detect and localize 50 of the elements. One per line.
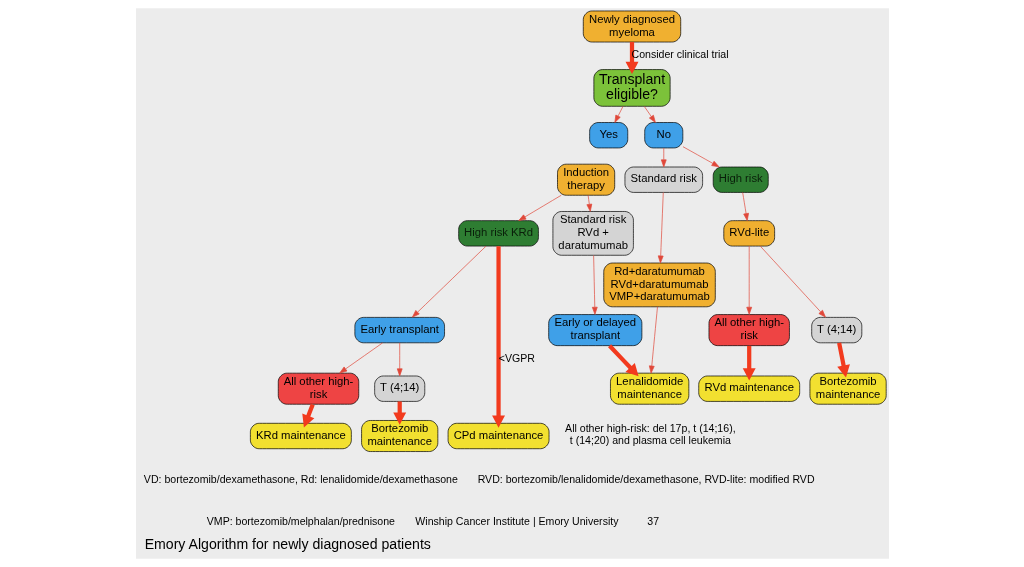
node-box: High risk KRd <box>457 220 539 247</box>
label: VMP: bortezomib/melphalan/prednisone <box>206 514 395 527</box>
arrow <box>745 245 752 315</box>
node-box: Early transplant <box>354 317 445 344</box>
node-box: Transplant eligible? <box>593 69 670 107</box>
caption: Emory Algorithm for newly diagnosed patients <box>144 535 431 552</box>
arrow <box>517 194 562 221</box>
node-box: All other high-risk <box>277 372 359 405</box>
arrow <box>591 255 598 315</box>
node-box: Bortezomib maintenance <box>360 420 438 452</box>
node-box: Lenalidomide maintenance <box>609 372 689 405</box>
node-box: Standard risk RVd + daratumumab <box>552 211 634 256</box>
label: Winship Cancer Institute | Emory University <box>414 514 619 527</box>
arrow <box>836 342 850 378</box>
arrow <box>643 106 656 123</box>
arrow <box>613 106 623 123</box>
node-box: Early or delayed transplant <box>547 314 642 346</box>
node-box: RVd maintenance <box>697 375 800 402</box>
node-box: Standard risk <box>624 166 703 193</box>
arrow <box>741 192 749 221</box>
label: 37 <box>646 514 659 527</box>
arrow <box>657 192 664 264</box>
arrow <box>648 306 658 374</box>
arrow <box>607 344 639 377</box>
arrow <box>411 245 486 318</box>
label: VD: bortezomib/dexamethasone, Rd: lenalidomide/dexamethasone <box>143 472 458 485</box>
node-box: No <box>643 122 683 149</box>
node-box: Bortezomib maintenance <box>809 372 887 405</box>
node-box: T (4;14) <box>373 375 425 402</box>
arrow <box>491 246 505 428</box>
label: All other high-risk: del 17p, t (14;16), t (14;20) and plasma cell leukemia <box>564 422 736 447</box>
arrow <box>742 345 756 381</box>
arrow <box>759 245 826 318</box>
arrow <box>396 342 403 377</box>
node-box: Rd+daratumumab RVd+daratumumab VMP+daratumumab <box>602 262 716 308</box>
arrow <box>338 342 383 374</box>
node-box: RVd-lite <box>722 220 775 247</box>
arrow <box>660 147 667 168</box>
arrow <box>682 146 719 168</box>
node-box: Newly diagnosed myeloma <box>582 10 681 43</box>
node-box: CPd maintenance <box>447 422 549 450</box>
node-box: All other high-risk <box>708 314 790 346</box>
node-box: KRd maintenance <box>249 422 352 450</box>
node-box: T (4;14) <box>810 317 862 344</box>
node-box: Induction therapy <box>556 163 615 196</box>
arrow <box>625 42 638 75</box>
node-box: Yes <box>588 122 628 149</box>
arrow <box>586 194 592 212</box>
label: RVD: bortezomib/lenalidomide/dexamethasone, RVD-lite: modified RVD <box>477 472 815 485</box>
node-box: High risk <box>712 166 769 193</box>
